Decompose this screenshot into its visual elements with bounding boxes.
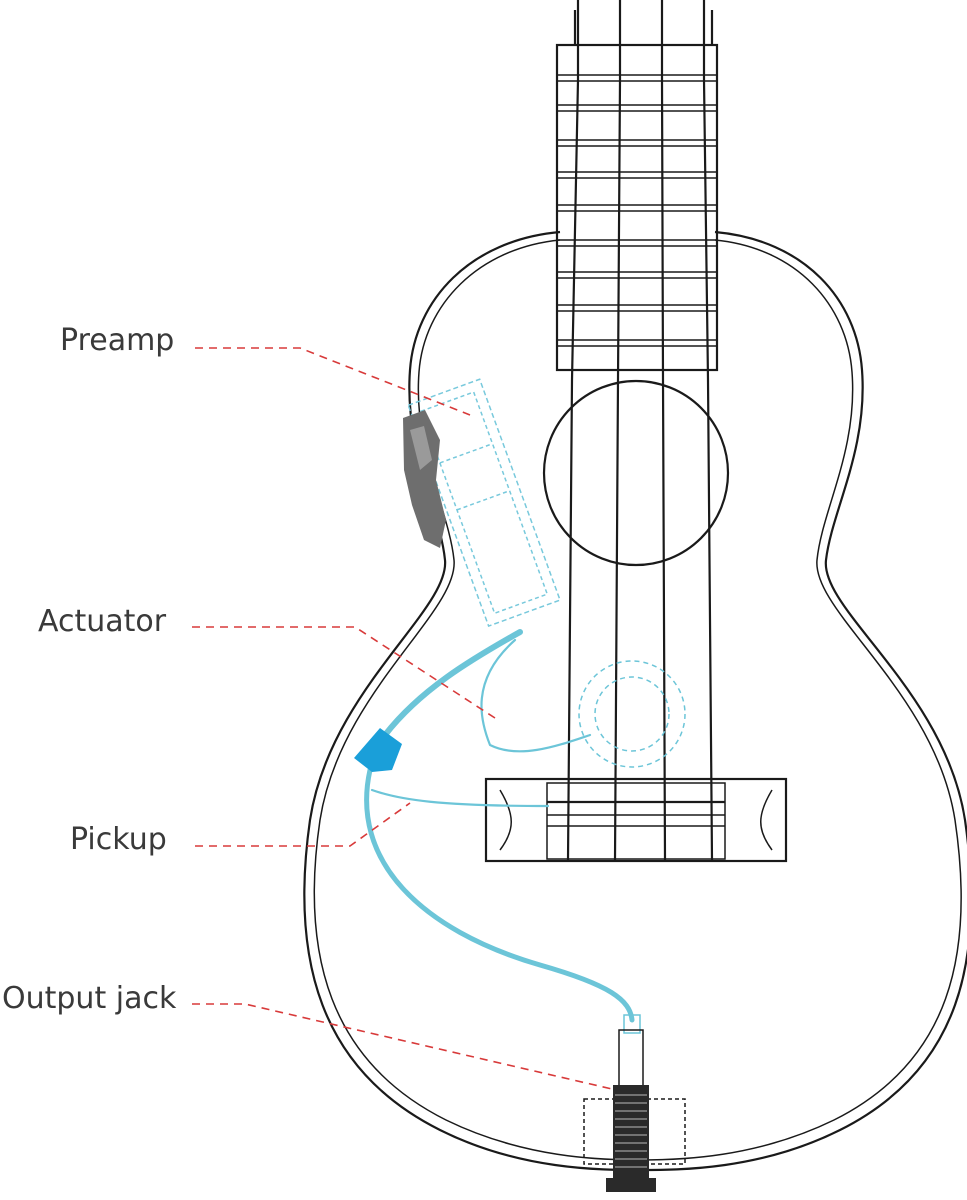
pickup-block <box>354 728 402 772</box>
output-jack-label: Output jack <box>2 981 177 1016</box>
preamp-leader <box>195 347 471 416</box>
leader-lines <box>192 347 613 1090</box>
sound-hole <box>542 379 730 567</box>
fretboard <box>555 10 719 372</box>
frets <box>557 74 717 347</box>
actuator-label: Actuator <box>38 604 167 639</box>
cables <box>364 629 635 1023</box>
output-jack-leader <box>192 1003 613 1090</box>
bridge <box>484 777 788 863</box>
strings <box>566 0 714 861</box>
preamp-controls <box>403 410 446 548</box>
actuator <box>578 660 686 768</box>
pickup-leader <box>195 802 411 847</box>
output-jack <box>583 1014 686 1192</box>
pickup-label: Pickup <box>70 822 167 857</box>
preamp-label: Preamp <box>60 323 175 358</box>
preamp-unit <box>407 378 562 628</box>
